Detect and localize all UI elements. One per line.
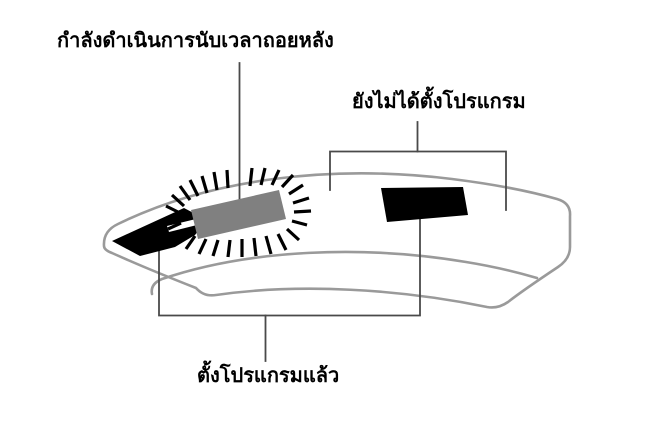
flash-ray — [178, 185, 192, 201]
segment-counting-down[interactable] — [165, 167, 312, 258]
label-not-programmed: ยังไม่ได้ตั้งโปรแกรม — [352, 89, 526, 113]
flash-ray — [252, 237, 258, 257]
flash-ray — [291, 219, 308, 227]
segment-counting-down-shape — [191, 190, 286, 239]
label-counting-down: กำลังดำเนินการนับเวลาถอยหลัง — [57, 28, 334, 52]
flash-ray — [248, 167, 254, 187]
flash-rays-group — [165, 167, 312, 258]
flash-ray — [293, 209, 312, 214]
flash-ray — [197, 238, 208, 255]
flash-ray — [226, 239, 232, 258]
segment-programmed-right-shape — [381, 187, 468, 222]
flash-ray — [170, 193, 186, 208]
flash-ray — [165, 204, 181, 215]
flash-ray — [188, 179, 200, 197]
segment-programmed-left-notch — [167, 219, 197, 232]
flash-ray — [211, 239, 220, 257]
bracket-programmed — [158, 214, 421, 317]
flash-ray — [264, 235, 273, 255]
label-programmed: ตั้งโปรแกรมแล้ว — [197, 363, 340, 387]
flash-ray — [200, 175, 209, 194]
flash-ray — [173, 229, 188, 243]
flash-ray — [276, 233, 288, 251]
segment-programmed-left[interactable] — [112, 208, 207, 256]
flash-ray — [292, 196, 310, 205]
flash-ray — [270, 169, 281, 186]
flash-ray — [167, 221, 182, 231]
flash-ray — [184, 235, 197, 250]
flash-ray — [280, 173, 295, 189]
band-inner-curve — [150, 250, 539, 296]
flash-ray — [225, 169, 230, 189]
flash-ray — [259, 167, 267, 186]
leader-lines-group — [158, 62, 507, 362]
band-outline-group — [102, 172, 572, 309]
flash-ray — [212, 171, 219, 191]
segment-programmed-right[interactable] — [381, 187, 468, 222]
band-outline-path — [102, 172, 572, 309]
flash-ray — [288, 183, 304, 196]
segment-programmed-left-shape — [112, 208, 207, 256]
flash-ray — [285, 227, 301, 242]
